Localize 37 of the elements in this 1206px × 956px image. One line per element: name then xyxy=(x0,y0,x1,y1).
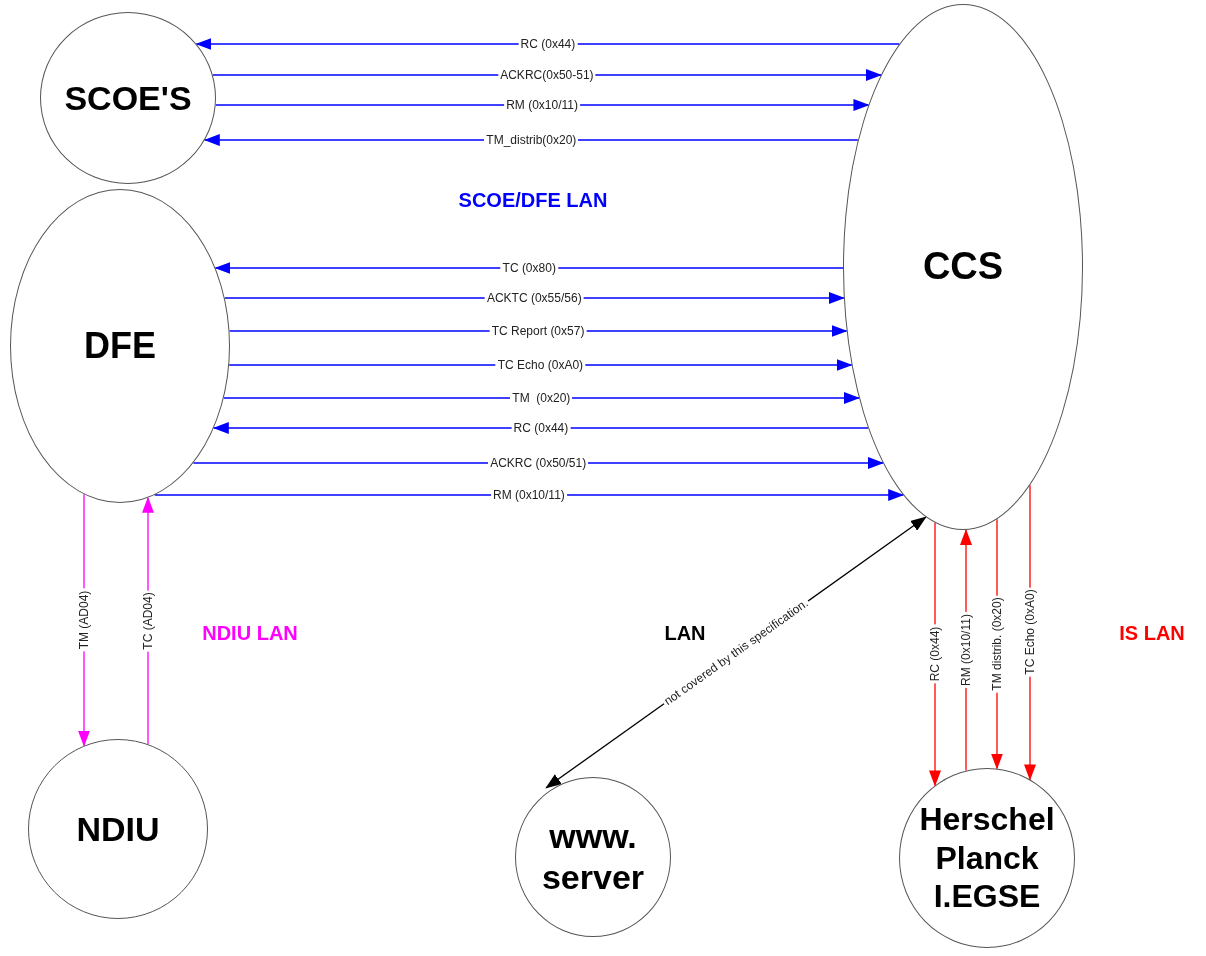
node-label: CCS xyxy=(921,244,1005,290)
network-label: SCOE/DFE LAN xyxy=(458,188,608,213)
edge-label: TC Echo (0xA0) xyxy=(495,359,586,371)
arrow xyxy=(154,489,905,501)
edge-label: ACKRC(0x50-51) xyxy=(498,69,596,81)
arrow xyxy=(203,134,859,146)
edge-label: RM (0x10/11) xyxy=(504,99,580,111)
arrow xyxy=(215,99,870,111)
edge-label: RC (0x44) xyxy=(511,422,571,434)
edge-label: TC Report (0x57) xyxy=(489,325,587,337)
edge-label: TM (AD04) xyxy=(78,588,90,652)
arrow xyxy=(192,457,884,469)
edge-label: RC (0x44) xyxy=(929,624,941,684)
node-label: Herschel Planck I.EGSE xyxy=(918,800,1056,916)
arrow xyxy=(223,392,860,404)
edge-label: TM distrib. (0x20) xyxy=(991,595,1003,693)
edge-label: RM (0x10/11) xyxy=(960,612,972,689)
network-label: NDIU LAN xyxy=(202,621,298,646)
edge-label: TC (AD04) xyxy=(142,590,154,652)
arrow xyxy=(214,262,844,274)
network-label: LAN xyxy=(664,621,706,646)
node-label: SCOE'S xyxy=(63,77,193,119)
node-label: DFE xyxy=(83,324,157,368)
arrow xyxy=(212,69,882,81)
node-label: NDIU xyxy=(75,808,161,850)
arrow xyxy=(212,422,869,434)
edge-label: RC (0x44) xyxy=(518,38,578,50)
network-label: IS LAN xyxy=(1119,621,1185,646)
arrow xyxy=(195,38,901,50)
node-label: www. server xyxy=(540,816,646,898)
edge-label: TM_distrib(0x20) xyxy=(484,134,579,146)
edge-label: ACKRC (0x50/51) xyxy=(488,457,589,469)
edge-label: TC (0x80) xyxy=(500,262,558,274)
edge-label: TM (0x20) xyxy=(510,392,573,404)
edge-label: RM (0x10/11) xyxy=(491,489,567,501)
edge-label: ACKTC (0x55/56) xyxy=(484,292,584,304)
edge-label: TC Echo (0xA0) xyxy=(1024,587,1036,677)
